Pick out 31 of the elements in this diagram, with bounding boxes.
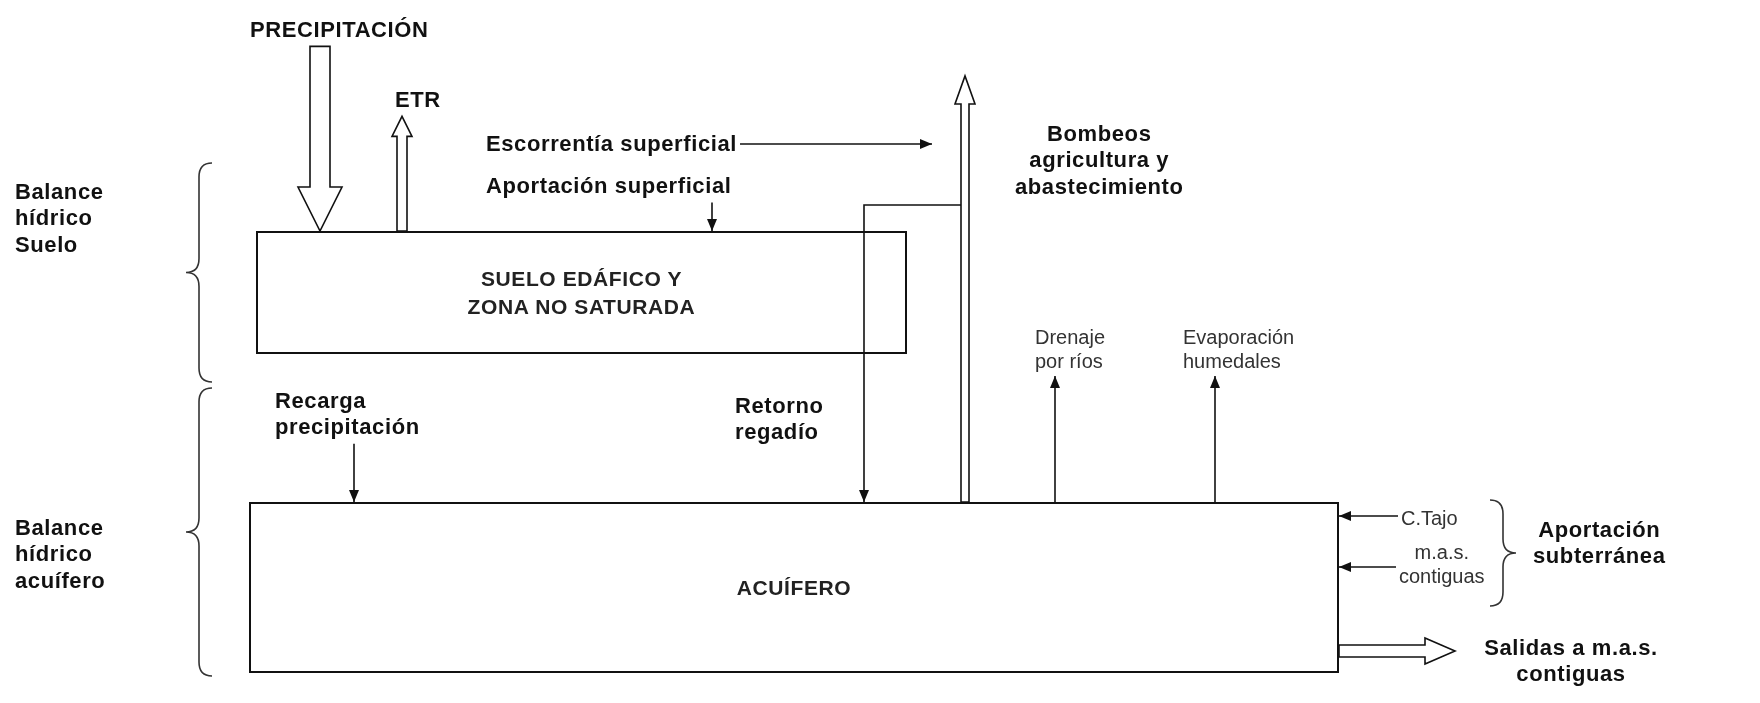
arrow [707, 201, 717, 232]
flow-label: ETR [392, 84, 444, 117]
flow-label: C.Tajo [1398, 503, 1461, 533]
edge-label: Retorno regadío [734, 392, 825, 447]
arrow [349, 442, 359, 503]
flow-label: m.a.s. contiguas [1396, 537, 1488, 591]
box-label: SUELO EDÁFICO Y ZONA NO SATURADA [466, 266, 697, 320]
flow-label: Recarga precipitación [272, 385, 423, 444]
box-label: ACUÍFERO [735, 574, 853, 601]
hollow-arrow [953, 73, 977, 503]
arrow [1210, 375, 1220, 503]
flow-label: Aportación superficial [483, 170, 735, 203]
arrow [1338, 562, 1397, 572]
side-label: Aportación subterránea [1532, 516, 1667, 571]
arrow [1050, 375, 1060, 503]
flow-label: Evaporación humedales [1180, 322, 1298, 376]
flow-label: PRECIPITACIÓN [247, 14, 432, 47]
flow-label: Salidas a m.a.s. contiguas [1455, 632, 1687, 691]
side-label: Balance hídrico acuífero [14, 514, 107, 595]
hollow-arrow [296, 45, 344, 233]
arrow [1338, 511, 1399, 521]
flow-label: Drenaje por ríos [1032, 322, 1132, 376]
side-label: Balance hídrico Suelo [14, 178, 105, 259]
arrow [739, 139, 933, 149]
arrow [859, 204, 962, 503]
flow-label: Escorrentía superficial [483, 128, 740, 161]
process-box [249, 502, 1339, 673]
process-box [256, 231, 907, 354]
edge-label: Bombeos agricultura y abastecimiento [1014, 120, 1185, 201]
hollow-arrow [1338, 636, 1457, 666]
hollow-arrow [390, 114, 414, 232]
